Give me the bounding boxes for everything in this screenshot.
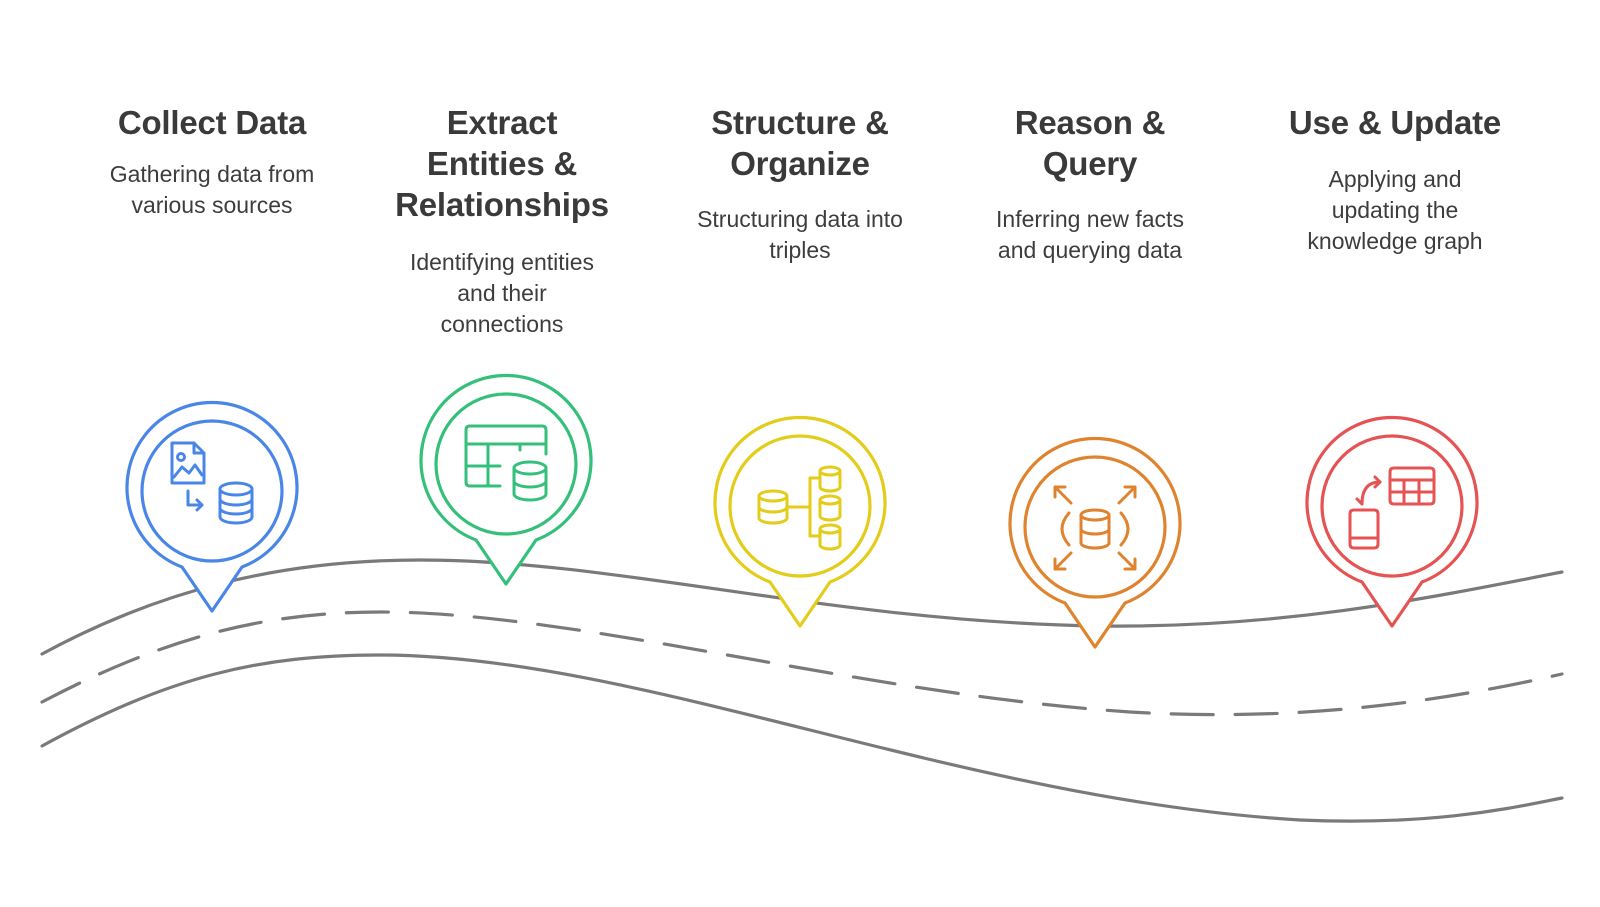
road-bottom-edge: [40, 653, 1564, 823]
step-desc-line: and their: [457, 280, 547, 306]
step-use-update: Use & Update Applying and updating the k…: [1235, 102, 1555, 257]
step-desc-line: Identifying entities: [409, 249, 595, 275]
road-center-dash: [40, 610, 1564, 717]
step-title: Extract Entities & Relationships: [352, 102, 652, 225]
step-title: Use & Update: [1235, 102, 1555, 143]
step-desc-line: Structuring data into: [697, 206, 903, 232]
step-title: Structure & Organize: [645, 102, 955, 184]
step-collect-data: Collect Data Gathering data from various…: [62, 102, 362, 221]
step-title-line: Reason &: [1014, 104, 1166, 141]
pin-extract-entities: [419, 373, 593, 586]
pin-structure-organize: [713, 415, 887, 628]
pins: [125, 373, 1479, 649]
road-top-edge: [40, 558, 1564, 656]
step-structure-organize: Structure & Organize Structuring data in…: [645, 102, 955, 266]
step-title-line: Organize: [730, 145, 870, 182]
step-desc-line: knowledge graph: [1307, 228, 1483, 254]
image-to-database-icon: [170, 441, 254, 525]
step-extract-entities: Extract Entities & Relationships Identif…: [352, 102, 652, 340]
step-desc-line: Inferring new facts: [996, 206, 1184, 232]
step-reason-query: Reason & Query Inferring new facts and q…: [940, 102, 1240, 266]
step-desc-line: various sources: [131, 192, 293, 218]
table-database-icon: [464, 424, 548, 502]
step-description: Inferring new facts and querying data: [940, 204, 1240, 266]
step-desc-line: connections: [440, 311, 564, 337]
step-desc-line: and querying data: [997, 237, 1183, 263]
step-title-line: Query: [1042, 145, 1138, 182]
device-sync-table-icon: [1348, 466, 1436, 550]
database-expand-icon: [1053, 485, 1137, 571]
step-title-line: Relationships: [395, 186, 609, 223]
step-title: Reason & Query: [940, 102, 1240, 184]
step-description: Structuring data into triples: [645, 204, 955, 266]
step-title-line: Structure &: [711, 104, 889, 141]
pin-collect-data: [125, 400, 299, 613]
step-desc-line: updating the: [1331, 197, 1459, 223]
step-title: Collect Data: [62, 102, 362, 143]
step-desc-line: triples: [769, 237, 831, 263]
step-desc-line: Gathering data from: [109, 161, 315, 187]
step-description: Identifying entities and their connectio…: [352, 247, 652, 340]
pin-reason-query: [1008, 436, 1182, 649]
step-description: Applying and updating the knowledge grap…: [1235, 164, 1555, 257]
step-description: Gathering data from various sources: [62, 159, 362, 221]
database-hierarchy-icon: [757, 465, 842, 551]
step-title-line: Collect Data: [117, 104, 307, 141]
pin-use-update: [1305, 415, 1479, 628]
step-title-line: Use & Update: [1288, 104, 1502, 141]
step-title-line: Extract: [446, 104, 558, 141]
step-desc-line: Applying and: [1328, 166, 1462, 192]
road: [40, 558, 1564, 823]
step-title-line: Entities &: [426, 145, 578, 182]
